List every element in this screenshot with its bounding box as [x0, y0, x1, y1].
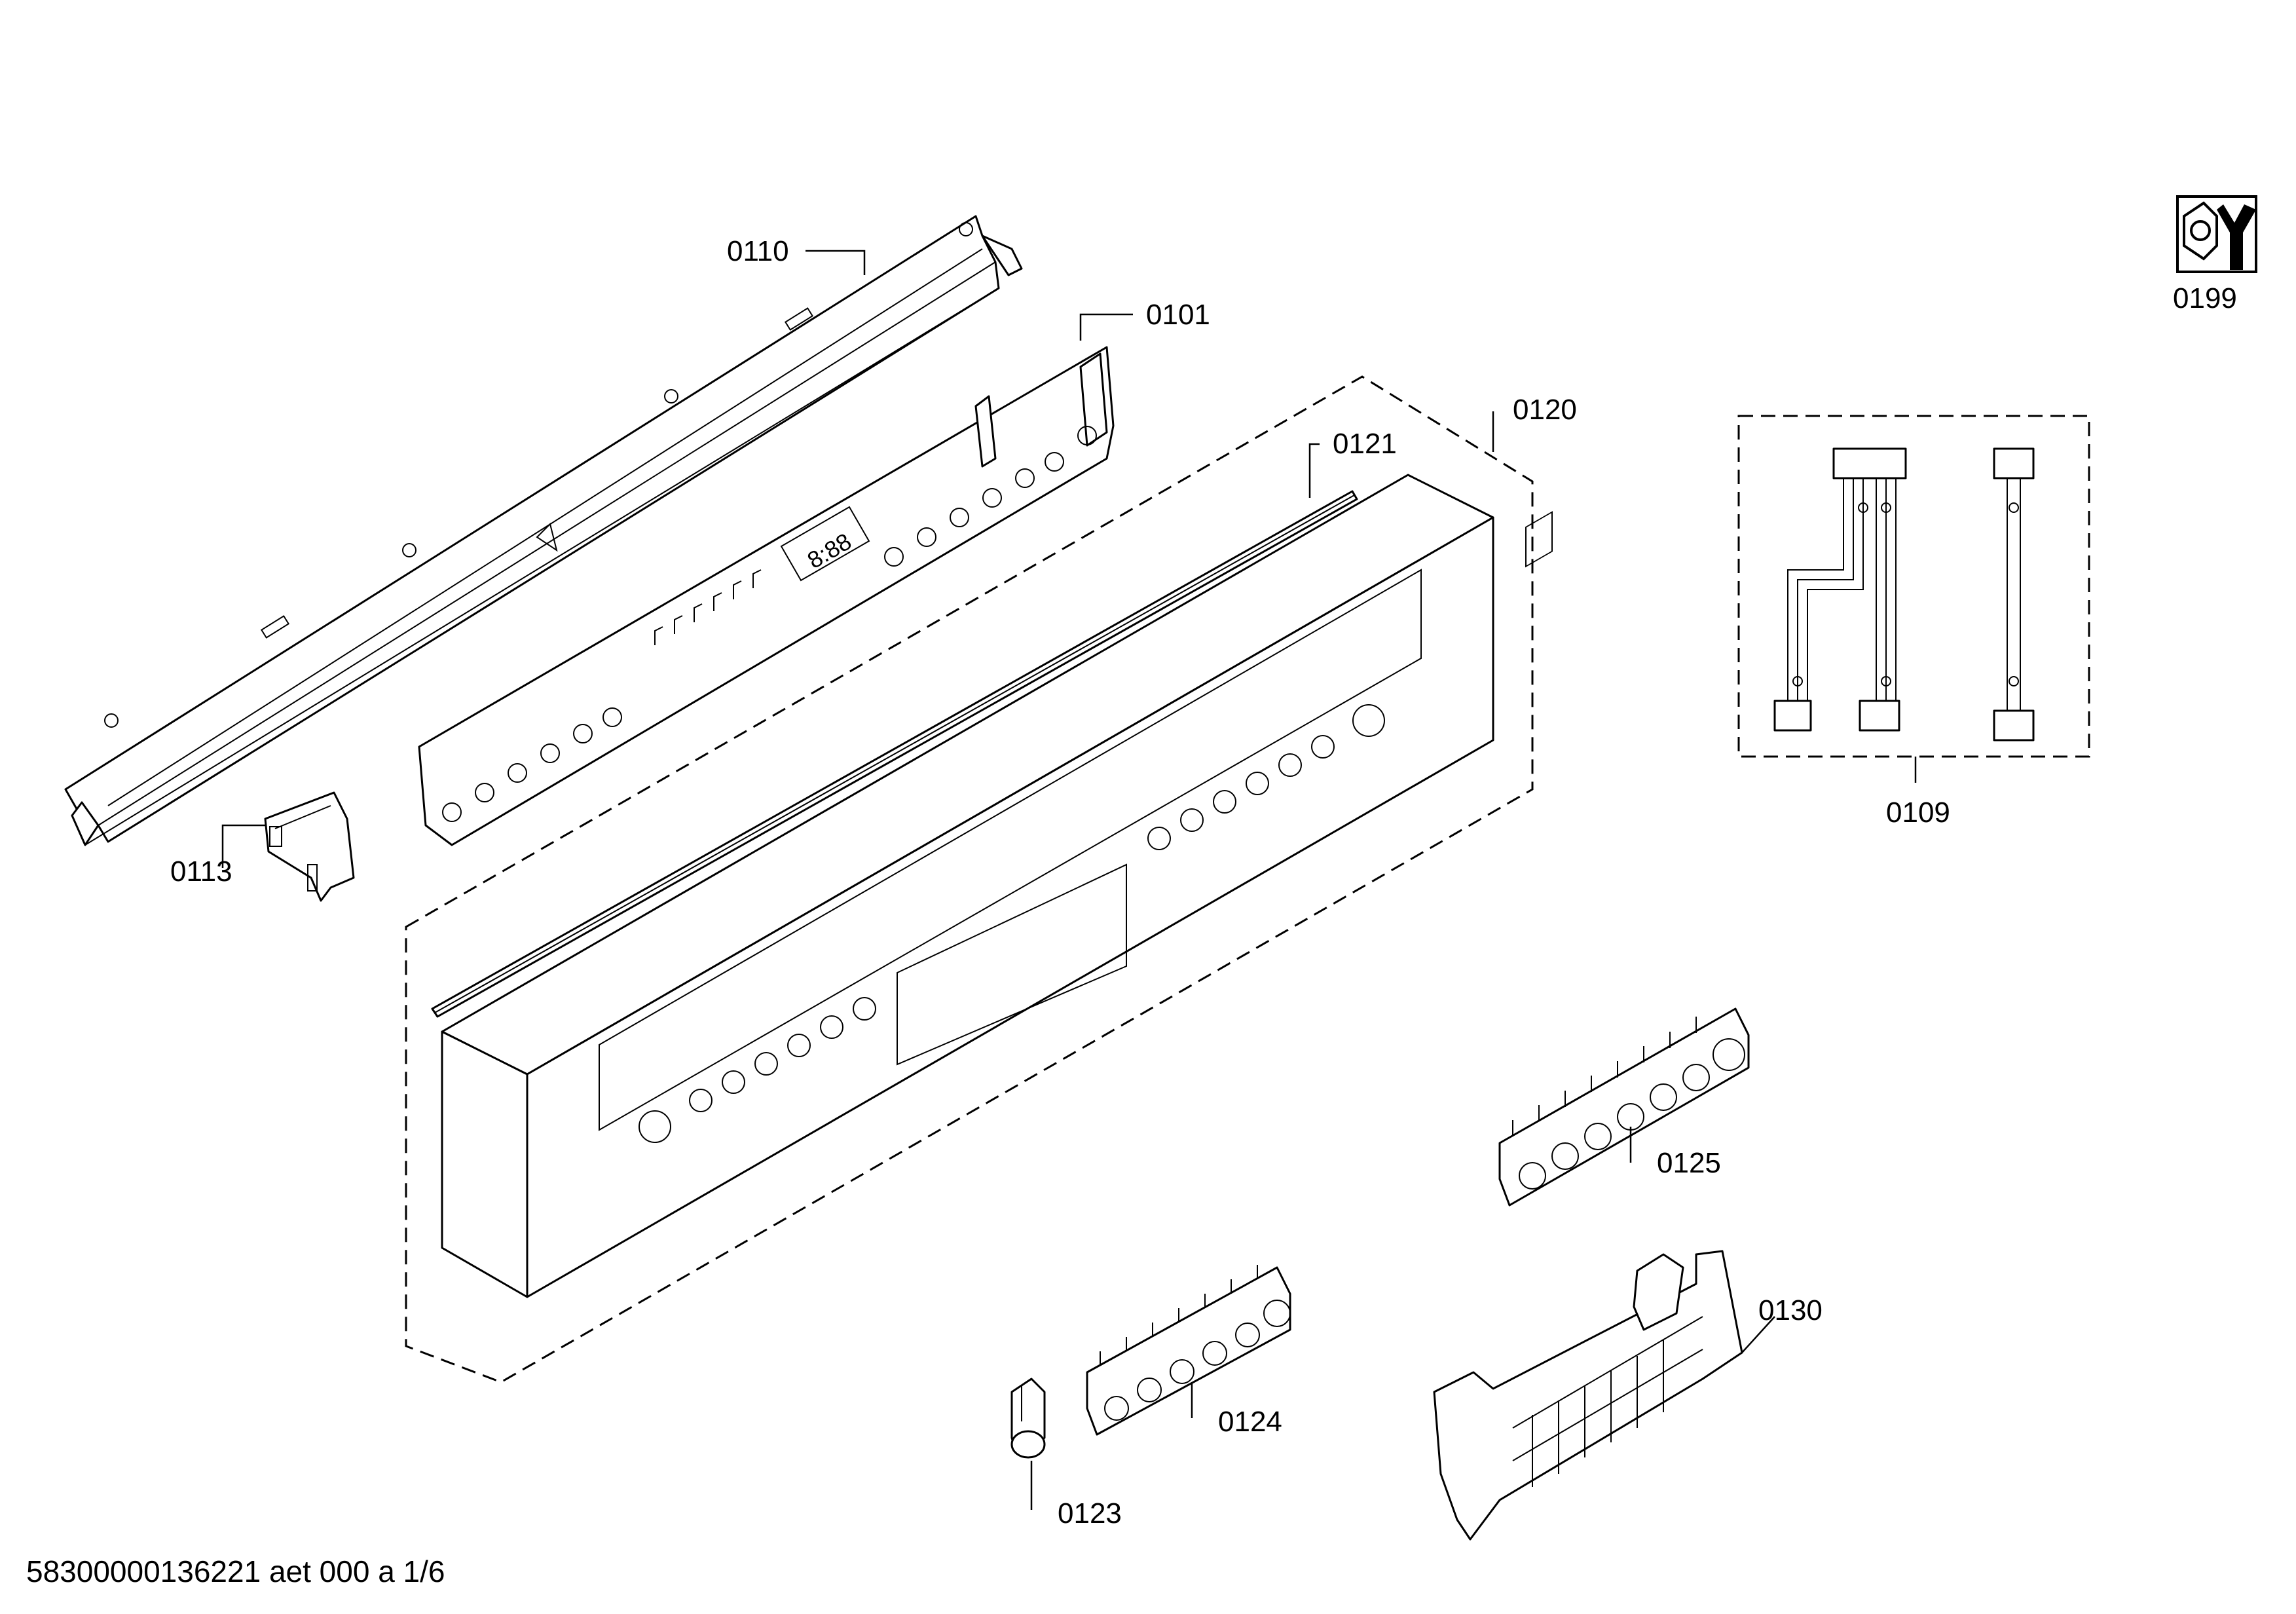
- label-0109: 0109: [1886, 797, 1950, 829]
- drawing-reference-code: 58300000136221 aet 000 a 1/6: [26, 1554, 445, 1588]
- part-cable-harness: [1737, 415, 2090, 758]
- part-bracket: [264, 791, 355, 902]
- module-sockets: [442, 426, 1097, 822]
- label-0101: 0101: [1146, 299, 1210, 331]
- label-0110: 0110: [727, 235, 789, 267]
- label-0121: 0121: [1333, 428, 1397, 460]
- bracket-cells: [1525, 511, 1553, 568]
- part-rail: [64, 215, 1023, 846]
- label-0113: 0113: [170, 855, 232, 888]
- part-trim-strip: [431, 490, 1358, 1018]
- part-button-carrier-right: [1498, 1007, 1750, 1207]
- panel-buttons: [639, 704, 1385, 1143]
- part-single-button: [1010, 1378, 1046, 1459]
- label-0120: 0120: [1513, 394, 1577, 426]
- label-0125: 0125: [1657, 1147, 1721, 1179]
- label-0199: 0199: [2173, 282, 2237, 314]
- part-button-carrier-left: [1086, 1265, 1291, 1436]
- module-pins: [654, 569, 762, 645]
- assembly-boundary: [405, 375, 1534, 1383]
- part-labels: 0110 0101 0120 0121 0113 0109 0199 0125 …: [170, 235, 2237, 1530]
- label-0130: 0130: [1758, 1294, 1823, 1326]
- part-electronic-module: 8:88: [418, 346, 1115, 846]
- part-control-panel: [441, 474, 1494, 1298]
- part-bottom-bracket: [1433, 511, 1743, 1541]
- label-0124: 0124: [1218, 1406, 1282, 1438]
- carrier-left-buttons: [1104, 1300, 1291, 1421]
- leader-lines: [221, 250, 1917, 1510]
- label-0123: 0123: [1058, 1497, 1122, 1530]
- tool-service-icon: [2176, 195, 2257, 273]
- carrier-right-buttons: [1519, 1038, 1745, 1190]
